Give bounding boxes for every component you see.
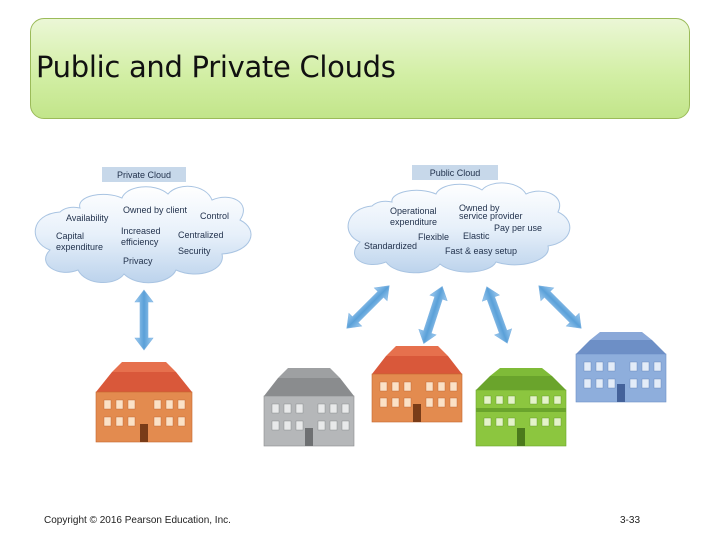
private-cloud: Private Cloud Owned by client Availabili…: [34, 167, 252, 284]
term-fast-setup: Fast & easy setup: [445, 246, 517, 256]
arrow-public-4: [532, 279, 588, 335]
building-blue: [575, 332, 667, 403]
term-operational-expenditure: expenditure: [390, 217, 437, 227]
public-cloud-shape: [347, 182, 571, 274]
private-cloud-shape: [34, 185, 252, 284]
term-control: Control: [200, 211, 229, 221]
arrow-private: [134, 289, 154, 351]
arrow-public-3: [477, 283, 517, 347]
term-centralized: Centralized: [178, 230, 224, 240]
term-capital: Capital: [56, 231, 84, 241]
term-owned-by-client: Owned by client: [123, 205, 188, 215]
public-cloud-label: Public Cloud: [430, 168, 481, 178]
building-green: [475, 368, 567, 447]
term-owned-by: Owned by: [459, 203, 500, 213]
arrow-public-2: [414, 283, 452, 347]
term-standardized: Standardized: [364, 241, 417, 251]
term-operational: Operational: [390, 206, 437, 216]
slide-title: Public and Private Clouds: [36, 50, 396, 84]
private-cloud-label-bar: [102, 167, 186, 182]
term-service-provider: service provider: [459, 211, 523, 221]
private-cloud-label: Private Cloud: [117, 170, 171, 180]
title-banner: [30, 18, 690, 119]
term-pay-per-use: Pay per use: [494, 223, 542, 233]
term-flexible: Flexible: [418, 232, 449, 242]
term-capital-expenditure: expenditure: [56, 242, 103, 252]
arrow-public-1: [340, 279, 396, 335]
building-gray: [263, 368, 355, 447]
building-private-orange: [95, 362, 193, 443]
building-public-orange: [371, 346, 463, 423]
term-security: Security: [178, 246, 211, 256]
cloud-diagram: Private Cloud Owned by client Availabili…: [34, 165, 667, 447]
term-elastic: Elastic: [463, 231, 490, 241]
term-privacy: Privacy: [123, 256, 153, 266]
page-number: 3-33: [619, 515, 640, 526]
public-cloud-label-bar: [412, 165, 498, 180]
copyright: Copyright © 2016 Pearson Education, Inc.: [44, 515, 231, 526]
public-cloud: Public Cloud Operational expenditure Own…: [347, 165, 571, 274]
term-availability: Availability: [66, 213, 109, 223]
term-increased: Increased: [121, 226, 161, 236]
term-efficiency: efficiency: [121, 237, 159, 247]
